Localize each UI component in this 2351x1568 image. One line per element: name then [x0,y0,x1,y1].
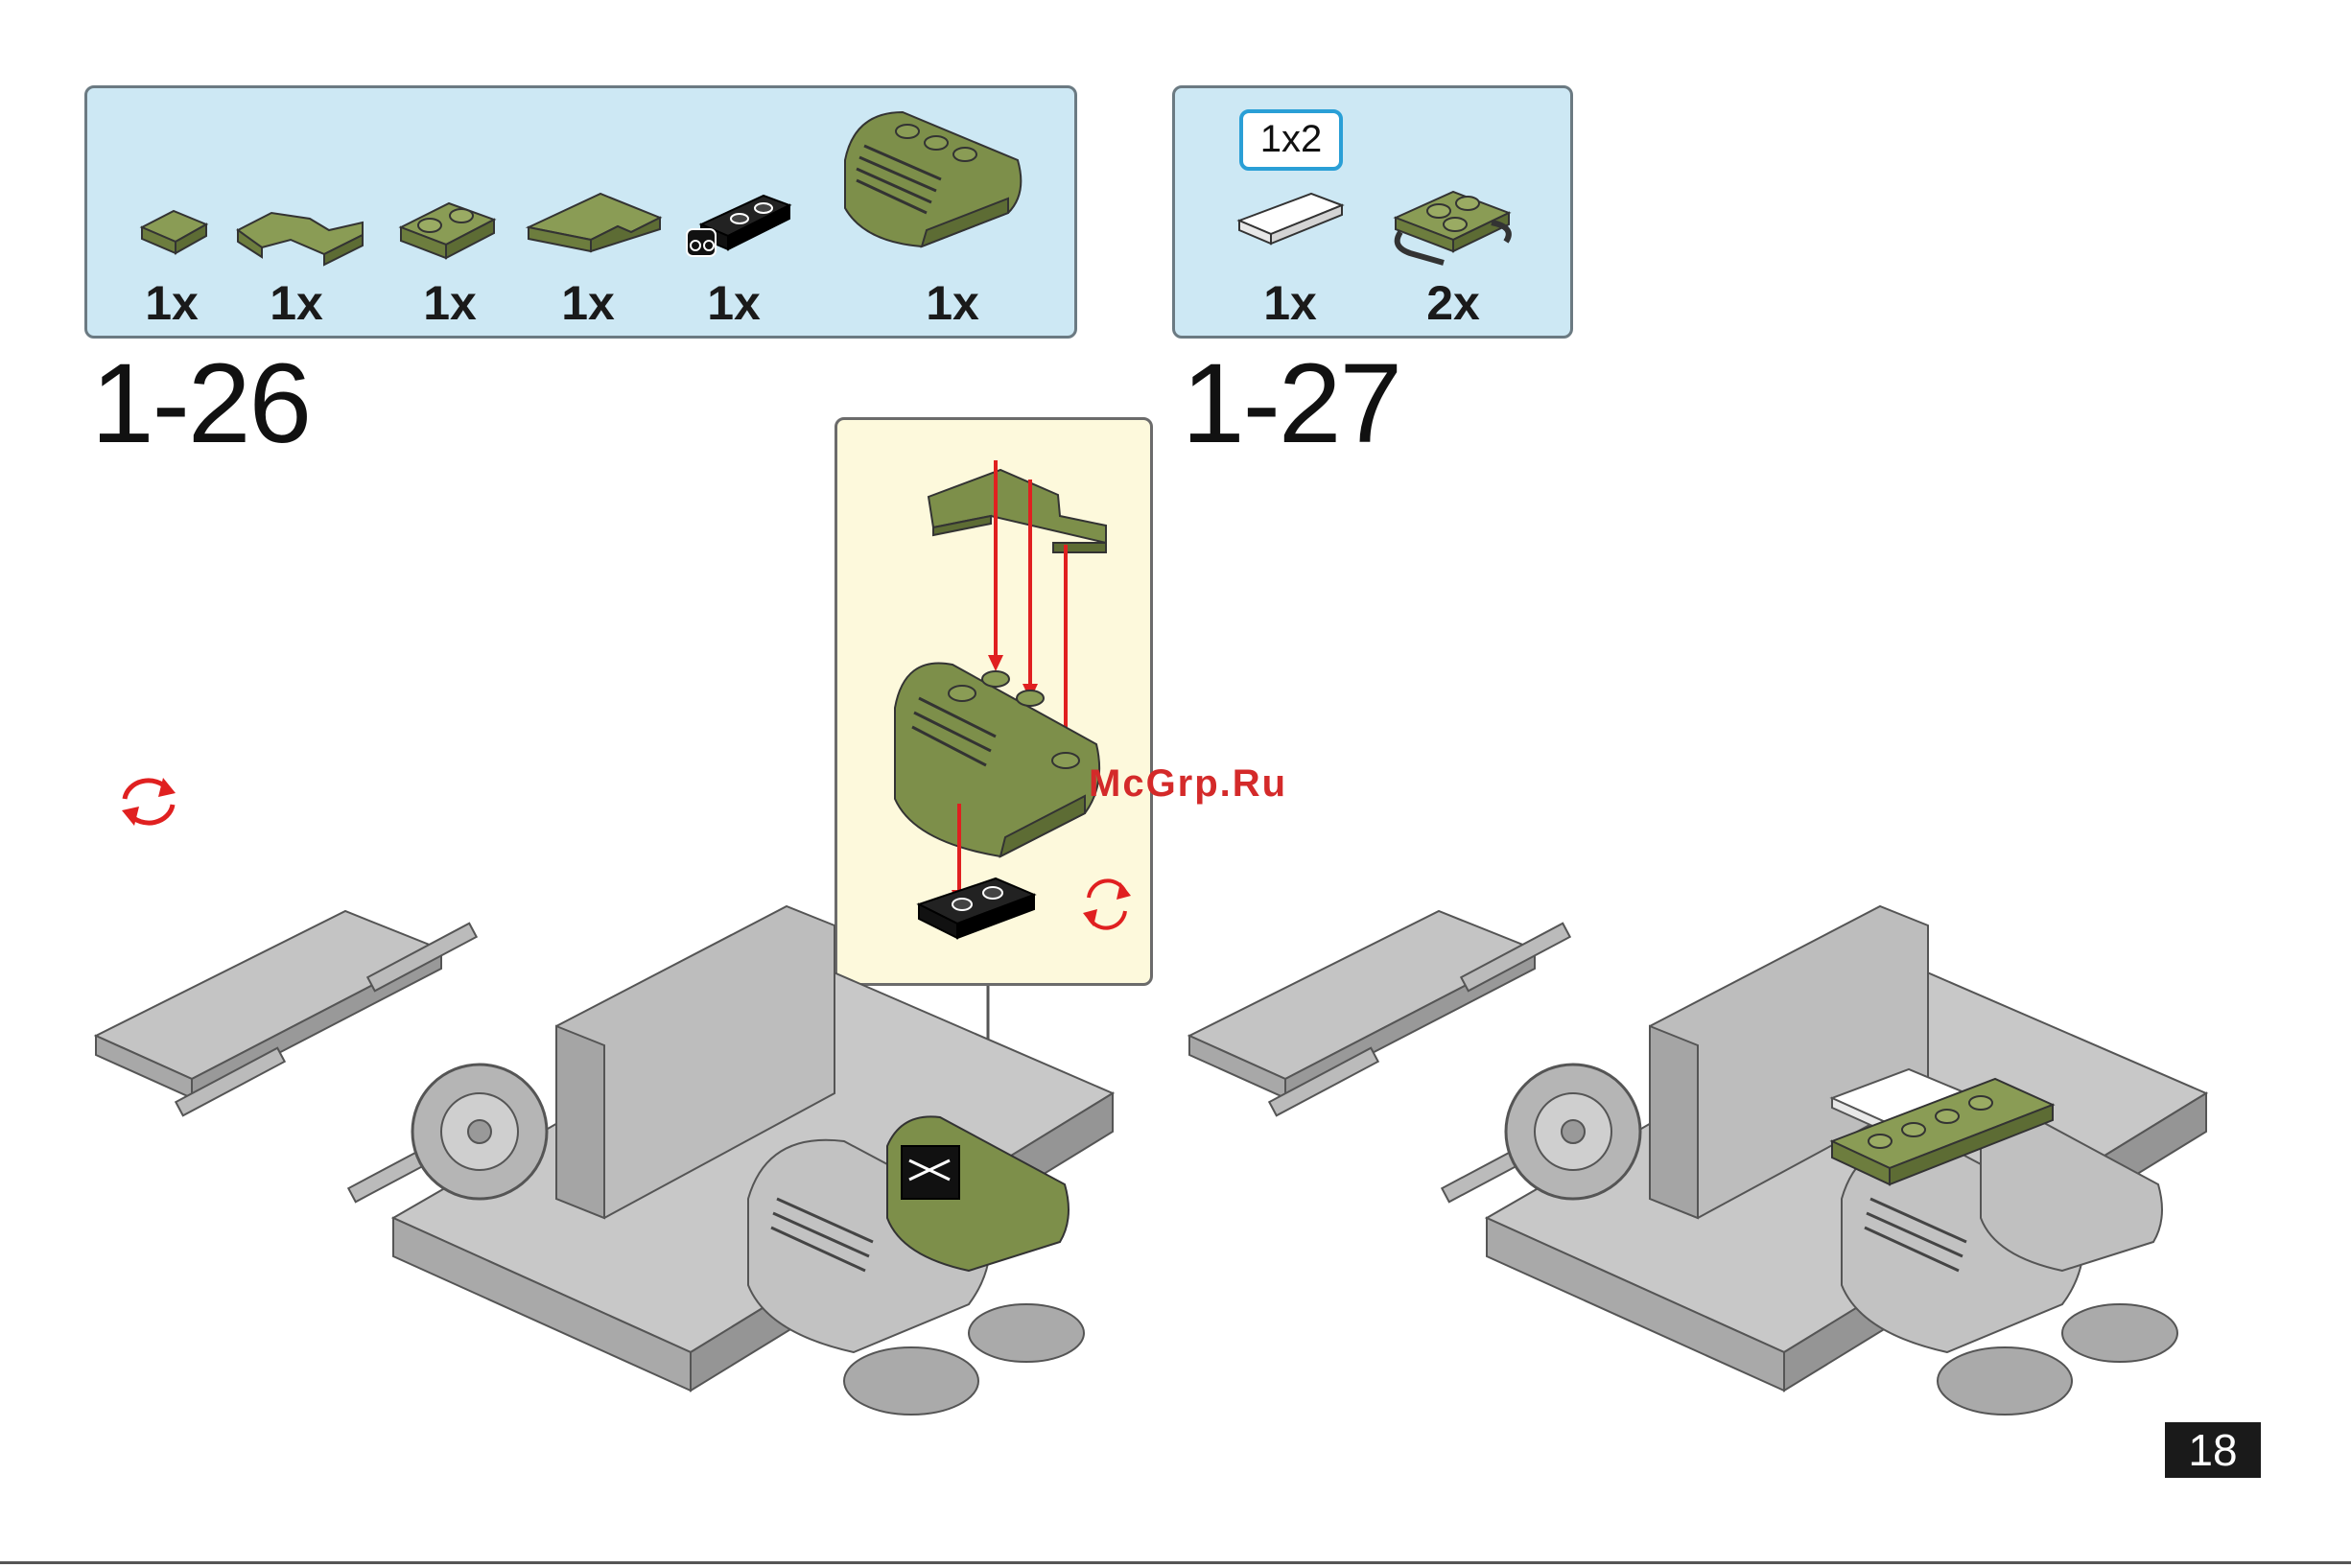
vehicle-chassis-model-right [1170,854,2225,1477]
watermark: McGrp.Ru [1089,762,1287,806]
footer-divider [0,1561,2351,1564]
vehicle-chassis-model-left [77,854,1132,1477]
rotate-icon [115,772,182,830]
page-number: 18 [2165,1422,2261,1478]
